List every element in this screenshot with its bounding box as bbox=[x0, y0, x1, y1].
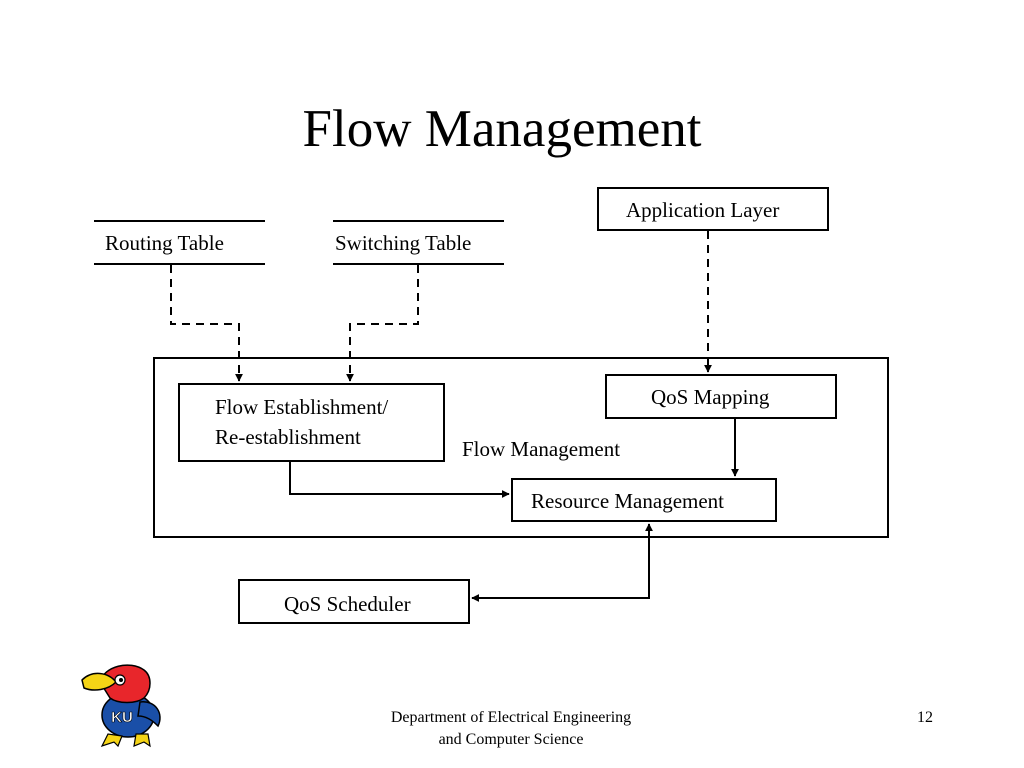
flow-establishment-to-resource-arrow bbox=[289, 462, 510, 498]
logo-wing bbox=[137, 701, 161, 728]
application-layer-box: Application Layer bbox=[597, 187, 829, 231]
switching-to-flow-establishment-arrow bbox=[346, 265, 419, 382]
application-layer-label: Application Layer bbox=[626, 198, 780, 222]
qos-mapping-label: QoS Mapping bbox=[651, 385, 770, 409]
qos-mapping-box: QoS Mapping bbox=[605, 374, 837, 419]
footer-department: Department of Electrical Engineering and… bbox=[336, 707, 686, 751]
resource-management-label: Resource Management bbox=[531, 489, 725, 513]
routing-to-flow-establishment-arrow bbox=[170, 265, 243, 382]
footer-line2: and Computer Science bbox=[438, 731, 584, 748]
logo-feet bbox=[100, 733, 151, 748]
switching-table-label: Switching Table bbox=[335, 231, 472, 255]
flow-establishment-box: Flow Establishment/ Re-establishment bbox=[178, 383, 445, 462]
switching-table-store: Switching Table bbox=[333, 220, 504, 265]
qos-scheduler-label: QoS Scheduler bbox=[284, 592, 411, 616]
routing-table-store: Routing Table bbox=[94, 220, 265, 265]
jayhawk-logo: KU bbox=[81, 664, 161, 748]
page-title: Flow Management bbox=[302, 100, 702, 158]
resource-management-box: Resource Management bbox=[511, 478, 777, 522]
footer-line1: Department of Electrical Engineering bbox=[390, 709, 632, 726]
routing-table-label: Routing Table bbox=[105, 231, 224, 255]
logo-ku-text: KU bbox=[111, 709, 133, 726]
page-number: 12 bbox=[917, 709, 933, 726]
flow-establishment-label-line2: Re-establishment bbox=[215, 425, 361, 449]
flow-management-label: Flow Management bbox=[462, 437, 621, 461]
resource-to-scheduler-arrow bbox=[471, 523, 653, 602]
qos-scheduler-box: QoS Scheduler bbox=[238, 579, 470, 624]
flow-establishment-label-line1: Flow Establishment/ bbox=[215, 395, 389, 419]
logo-head bbox=[99, 664, 151, 704]
